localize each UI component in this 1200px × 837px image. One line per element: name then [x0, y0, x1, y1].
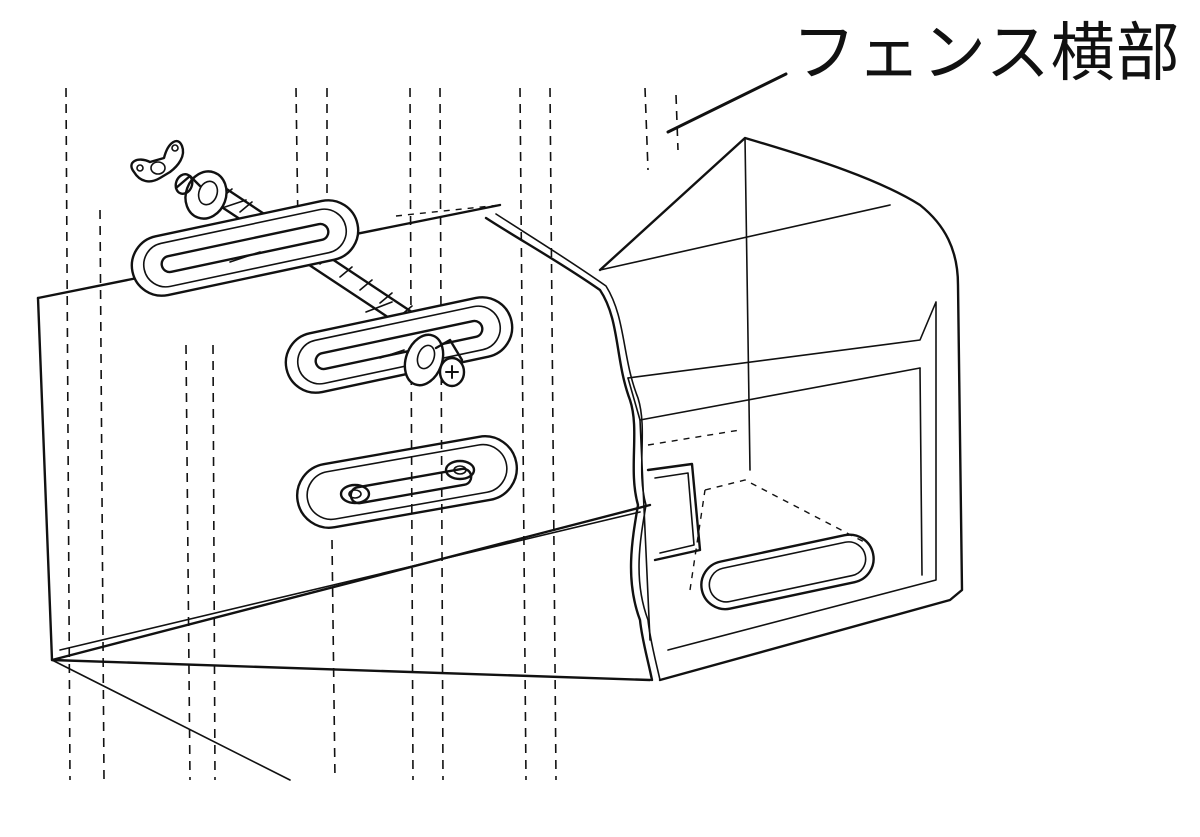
mounting-hardware	[130, 139, 514, 394]
installed-bolt-icon	[444, 459, 476, 481]
installed-bolt-icon	[339, 483, 371, 505]
upper-slot-plate	[130, 199, 360, 297]
bolt-head-icon	[434, 338, 466, 388]
wing-nut-icon	[130, 139, 185, 183]
installed-slot	[296, 435, 518, 529]
fence-horizontal-rail	[36, 136, 964, 781]
plate-slot-icon	[130, 199, 360, 297]
channel-slot-icon	[700, 533, 875, 611]
fence-posts	[65, 87, 679, 781]
callout-leader-line	[666, 72, 788, 134]
callout-label: フェンス横部	[792, 17, 1181, 91]
lower-slot-plate	[284, 296, 514, 394]
front-slot-icon	[296, 435, 518, 529]
